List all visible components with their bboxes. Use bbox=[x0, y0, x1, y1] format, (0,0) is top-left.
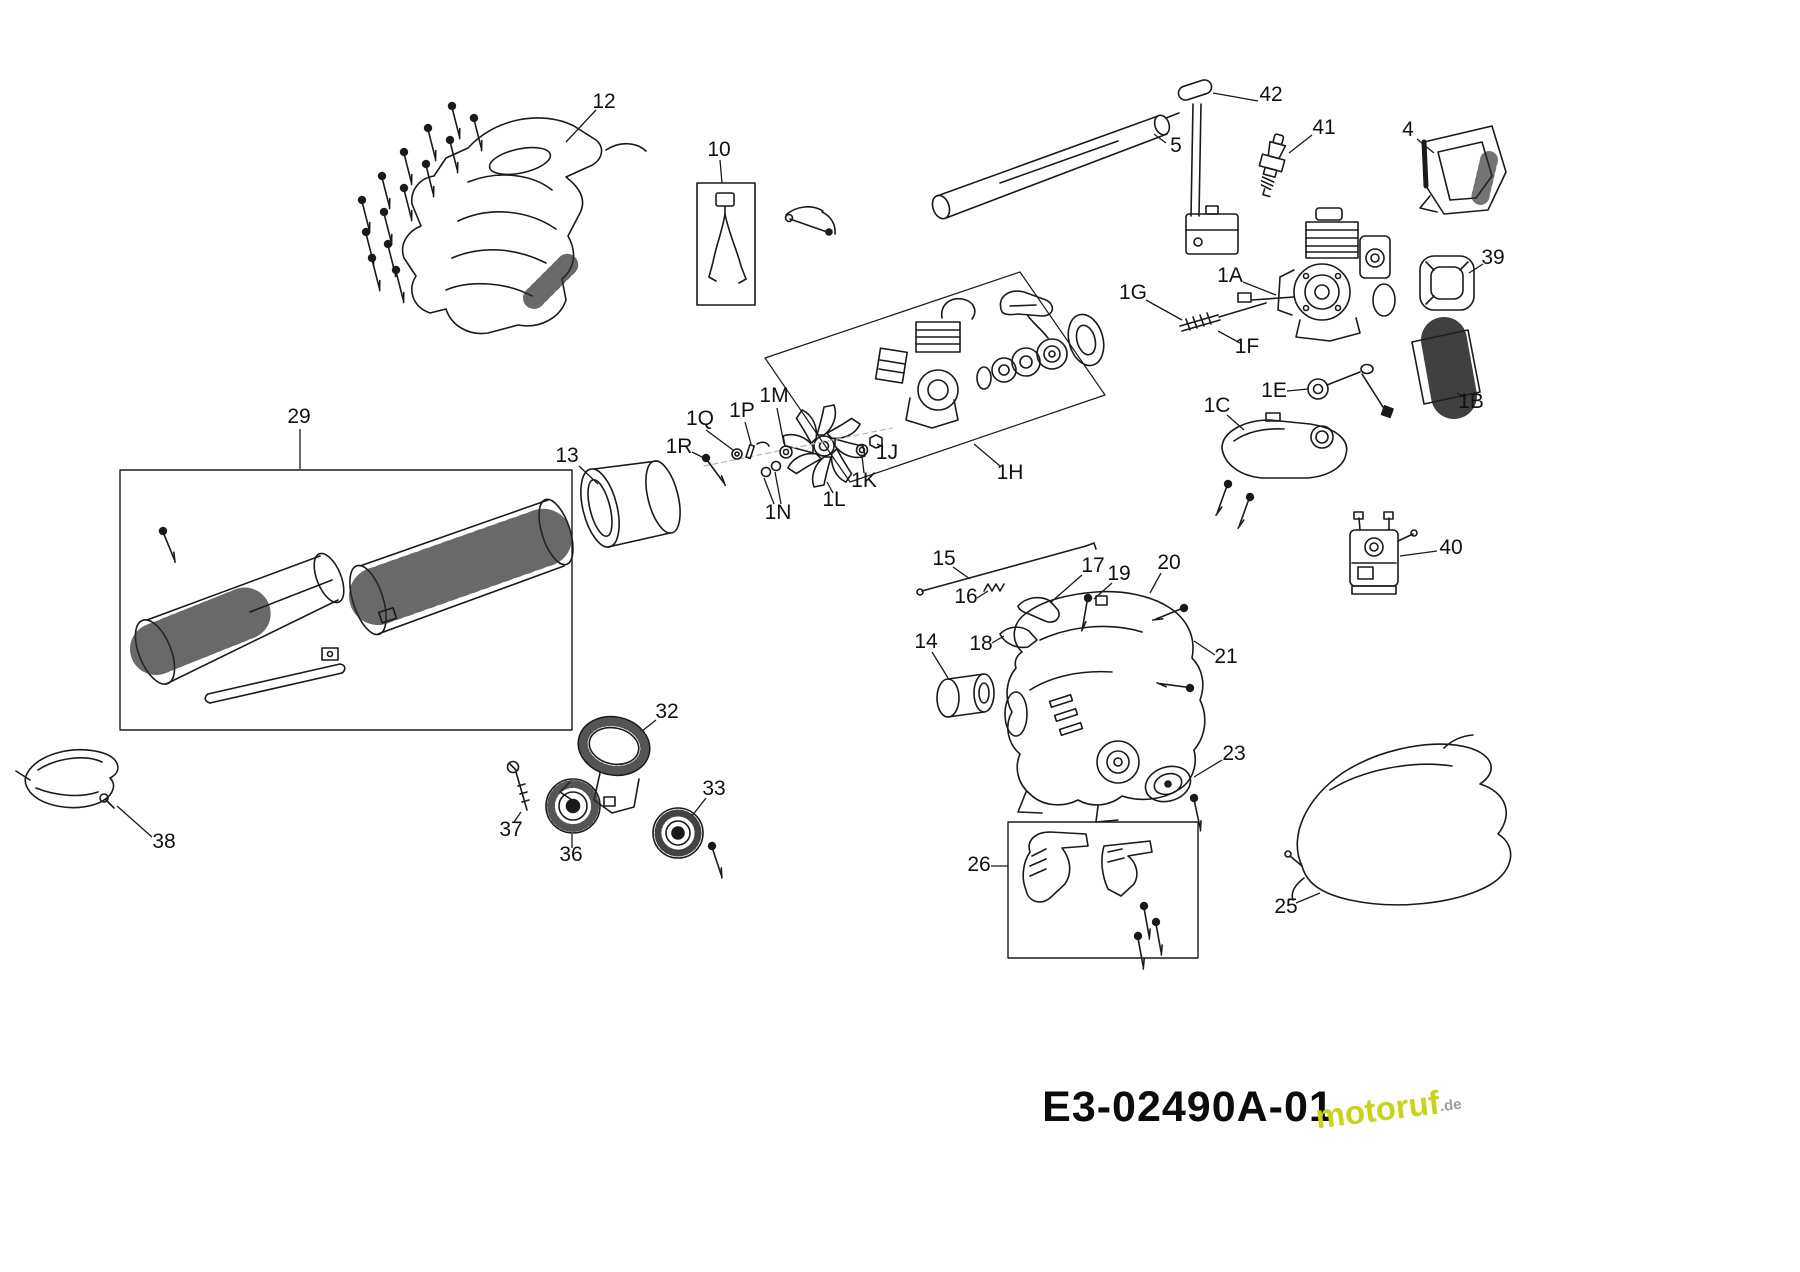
callout-10: 10 bbox=[707, 138, 730, 161]
part-26-baffle-kit-box bbox=[1007, 821, 1199, 970]
part-1E-washer-screw bbox=[1307, 363, 1394, 419]
callout-20: 20 bbox=[1157, 551, 1180, 574]
part-16-spring bbox=[983, 583, 1005, 592]
callout-18: 18 bbox=[969, 632, 992, 655]
callout-1L: 1L bbox=[822, 488, 845, 511]
callout-4: 4 bbox=[1402, 118, 1414, 141]
callout-32: 32 bbox=[655, 700, 678, 723]
callout-1E: 1E bbox=[1261, 379, 1287, 402]
callout-36: 36 bbox=[559, 843, 582, 866]
callout-42: 42 bbox=[1259, 83, 1282, 106]
part-10-stop-switch bbox=[696, 182, 756, 306]
part-1A-engine bbox=[1237, 207, 1396, 342]
callout-15: 15 bbox=[932, 547, 955, 570]
callout-labels: 12 10 5 42 41 4 39 1A 1G 1F 1B 1E 1C 29 … bbox=[152, 83, 1504, 918]
callout-5: 5 bbox=[1170, 134, 1182, 157]
part-40-carburetor bbox=[1349, 511, 1418, 595]
callout-1R: 1R bbox=[666, 435, 693, 458]
leader-lines bbox=[116, 92, 1484, 904]
engine-internal-parts bbox=[874, 290, 1105, 429]
callout-1H: 1H bbox=[997, 461, 1024, 484]
part-13-tube-connector bbox=[580, 460, 681, 548]
callout-13: 13 bbox=[555, 444, 578, 467]
callout-16: 16 bbox=[954, 585, 977, 608]
callout-23: 23 bbox=[1222, 742, 1245, 765]
watermark-suffix: .de bbox=[1439, 1096, 1463, 1116]
part-1H-assembly-frame bbox=[764, 271, 1106, 483]
callout-37: 37 bbox=[499, 818, 522, 841]
diagram-code: E3-02490A-01 bbox=[1042, 1083, 1334, 1131]
part-1C-fuel-tank bbox=[1206, 412, 1348, 530]
callout-1J: 1J bbox=[876, 441, 898, 464]
part-25-collection-bag bbox=[1284, 734, 1512, 906]
part-41-spark-plug bbox=[1258, 133, 1287, 198]
part-29-tube-kit-box bbox=[119, 469, 577, 731]
callout-1M: 1M bbox=[759, 384, 788, 407]
part-38-deflector bbox=[15, 748, 119, 809]
part-14-bushing bbox=[936, 673, 995, 718]
small-clip-drawing bbox=[784, 206, 836, 236]
callout-1G: 1G bbox=[1119, 281, 1147, 304]
callout-25: 25 bbox=[1274, 895, 1297, 918]
callout-19: 19 bbox=[1107, 562, 1130, 585]
callout-12: 12 bbox=[592, 90, 615, 113]
callout-33: 33 bbox=[702, 777, 725, 800]
callout-14: 14 bbox=[914, 630, 938, 653]
part-32-clamp bbox=[559, 715, 651, 814]
part-33-knob bbox=[652, 807, 737, 879]
part-36-knob bbox=[545, 778, 601, 834]
fan-hardware bbox=[696, 427, 893, 487]
part-39-grommet bbox=[1419, 255, 1475, 311]
part-37-screw bbox=[506, 760, 530, 811]
part-1B-air-filter bbox=[1411, 317, 1481, 419]
part-19-screw bbox=[1067, 592, 1105, 632]
callout-1K: 1K bbox=[851, 469, 877, 492]
callout-38: 38 bbox=[152, 830, 175, 853]
callout-39: 39 bbox=[1481, 246, 1504, 269]
part-12-blower-housing bbox=[345, 100, 647, 335]
callout-17: 17 bbox=[1081, 554, 1104, 577]
callout-41: 41 bbox=[1312, 116, 1335, 139]
callout-1A: 1A bbox=[1217, 264, 1243, 287]
callout-21: 21 bbox=[1214, 645, 1237, 668]
callout-1C: 1C bbox=[1204, 394, 1231, 417]
part-1G-1F-drive-shaft bbox=[1179, 302, 1267, 332]
part-5-blower-tube bbox=[931, 112, 1180, 220]
part-42-pipe bbox=[1177, 79, 1239, 255]
part-15-throttle-cable bbox=[916, 542, 1097, 596]
callout-1Q: 1Q bbox=[686, 407, 714, 430]
callout-1N: 1N bbox=[765, 501, 792, 524]
callout-1B: 1B bbox=[1458, 390, 1484, 413]
callout-29: 29 bbox=[287, 405, 310, 428]
part-4-bracket bbox=[1419, 125, 1507, 215]
callout-1P: 1P bbox=[729, 399, 755, 422]
part-20-21-housing bbox=[1004, 590, 1206, 823]
part-18-lever bbox=[999, 626, 1038, 649]
callout-40: 40 bbox=[1439, 536, 1462, 559]
part-17-trigger bbox=[1017, 596, 1060, 623]
part-23-cap bbox=[1144, 765, 1217, 832]
watermark: motoruf.de bbox=[1313, 1081, 1463, 1136]
callout-26: 26 bbox=[967, 853, 990, 876]
callout-1F: 1F bbox=[1235, 335, 1260, 358]
